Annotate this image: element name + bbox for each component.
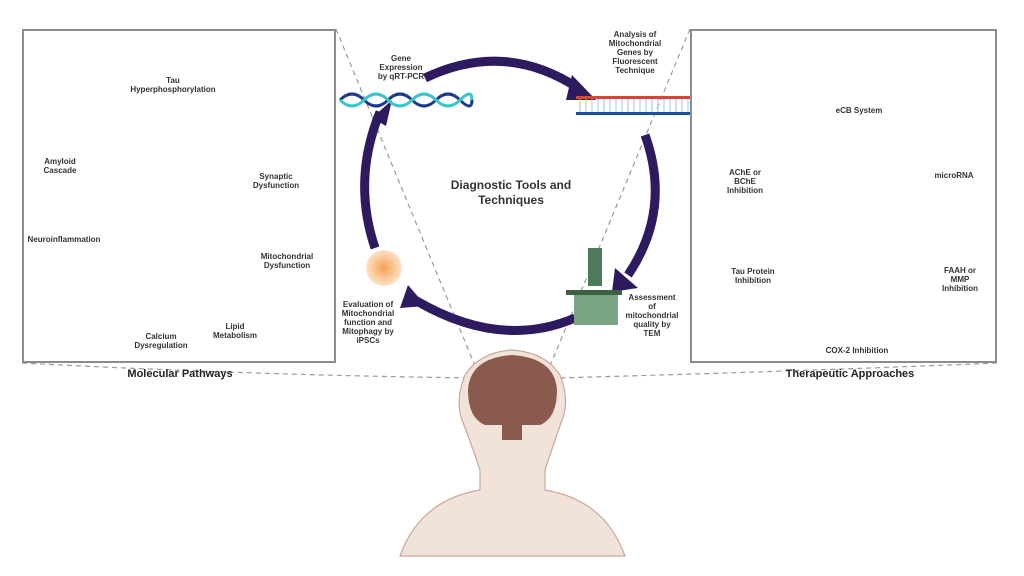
- label-microrna: microRNA: [934, 171, 974, 180]
- label-mitochondrial-genes-analysis: Analysis of Mitochondrial Genes by Fluor…: [608, 30, 662, 75]
- label-amyloid-cascade: Amyloid Cascade: [43, 157, 77, 175]
- microscope-icon: [566, 248, 622, 325]
- label-mitochondrial-dysfunction: Mitochondrial Dysfunction: [260, 252, 314, 270]
- label-tem-assessment: Assessment of mitochondrial quality by T…: [625, 293, 679, 338]
- brain-icon: [468, 355, 557, 440]
- label-calcium-dysregulation: Calcium Dysregulation: [134, 332, 188, 350]
- cycle-arrow-right: [624, 133, 660, 278]
- label-faah-mmp-inhibition: FAAH or MMP Inhibition: [942, 266, 978, 293]
- therapeutic-approaches-title: Therapeutic Approaches: [785, 368, 915, 380]
- diagnostic-cycle: [360, 56, 660, 335]
- label-synaptic-dysfunction: Synaptic Dysfunction: [252, 172, 300, 190]
- molecular-pathways-panel: [22, 29, 336, 363]
- diagnostic-tools-title: Diagnostic Tools and Techniques: [450, 178, 572, 207]
- label-ache-bche-inhibition: AChE or BChE Inhibition: [727, 168, 763, 195]
- label-tau-hyperphosphorylation: Tau Hyperphosphorylation: [130, 76, 216, 94]
- molecular-pathways-title: Molecular Pathways: [127, 368, 233, 380]
- label-lipid-metabolism: Lipid Metabolism: [212, 322, 257, 340]
- cycle-arrowheads: [372, 75, 638, 308]
- label-ipsc-evaluation: Evaluation of Mitochondrial function and…: [341, 300, 395, 345]
- gene-strand-icon: [576, 96, 694, 115]
- label-cox2-inhibition: COX-2 Inhibition: [825, 346, 889, 355]
- dashed-connectors: [21, 28, 998, 379]
- label-neuroinflammation: Neuroinflammation: [27, 235, 101, 244]
- label-ecb-system: eCB System: [835, 106, 883, 115]
- dna-helix-icon: [338, 92, 474, 108]
- cycle-arrow-left: [360, 110, 385, 250]
- head-illustration: [399, 349, 626, 557]
- ipsc-cell-icon: [366, 250, 402, 286]
- label-gene-expression: Gene Expression by qRT-PCR: [377, 54, 425, 81]
- connector-left-bottom: [21, 362, 476, 379]
- connector-right-bottom: [554, 362, 998, 379]
- label-tau-protein-inhibition: Tau Protein Inhibition: [731, 267, 775, 285]
- therapeutic-approaches-panel: [690, 29, 997, 363]
- cycle-arrow-bottom: [412, 296, 577, 335]
- cycle-arrow-top: [423, 56, 581, 92]
